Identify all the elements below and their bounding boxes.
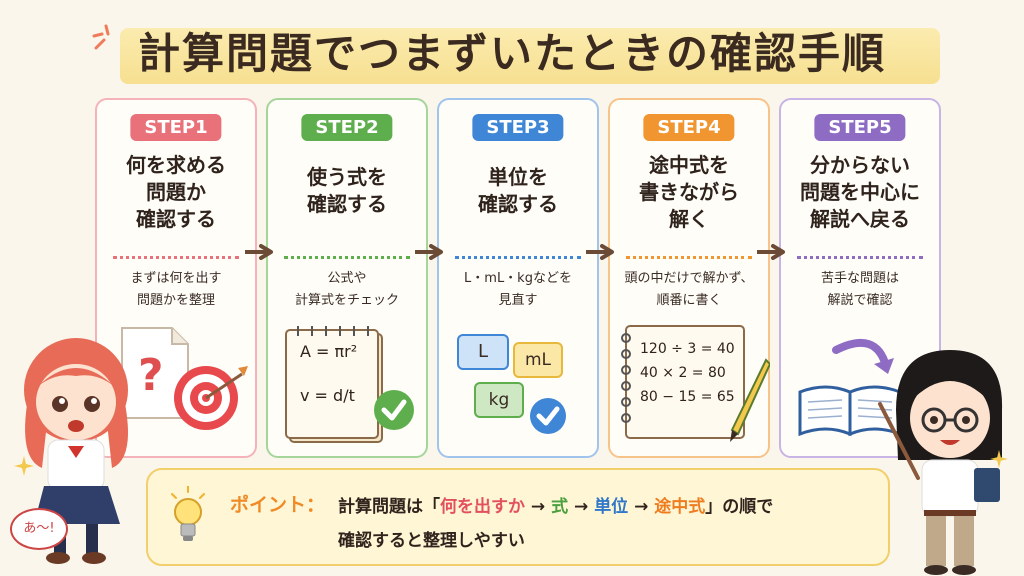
- step-description-line: 苦手な問題は: [820, 271, 899, 286]
- point-arrow: →: [628, 497, 655, 517]
- point-line-1: 計算問題は「何を出すか → 式 → 単位 → 途中式」の順で: [338, 492, 773, 517]
- dotted-divider: [797, 256, 923, 259]
- speech-bubble: あ〜!: [10, 508, 68, 550]
- step-description-line: まずは何を出す: [130, 271, 222, 286]
- step-heading-line: 確認する: [136, 207, 216, 231]
- point-keyword-3: 単位: [594, 497, 629, 517]
- page-title: 計算問題でつまずいたときの確認手順: [137, 29, 886, 78]
- point-text-pre: 計算問題は「: [338, 497, 440, 517]
- svg-text:?: ?: [138, 350, 164, 401]
- step-description: 苦手な問題は解説で確認: [781, 268, 939, 312]
- dotted-divider: [626, 256, 752, 259]
- calc-line-2: 40 × 2 = 80: [640, 365, 726, 381]
- step-heading-line: 問題か: [146, 180, 206, 204]
- step-heading-line: 分からない: [810, 153, 910, 177]
- arrow-icon: [415, 244, 443, 260]
- step-heading: 分からない問題を中心に解説へ戻る: [781, 152, 939, 233]
- step-heading-line: 解説へ戻る: [810, 207, 910, 231]
- calc-line-3: 80 − 15 = 65: [640, 389, 735, 405]
- step-heading-line: 書きながら: [639, 180, 739, 204]
- step-description: L・mL・kgなどを見直す: [439, 268, 597, 312]
- arrow-icon: [757, 244, 785, 260]
- step-description-line: 計算式をチェック: [294, 293, 399, 308]
- step-badge: STEP4: [643, 114, 735, 141]
- step-heading-line: 何を求める: [126, 153, 226, 177]
- step-description-line: 解説で確認: [827, 293, 893, 308]
- step-description-line: 問題かを整理: [136, 293, 215, 308]
- formula-area: A = πr²: [300, 342, 358, 361]
- step-badge: STEP5: [814, 114, 906, 141]
- arrow-icon: [245, 244, 273, 260]
- formula-notebook-illustration: [285, 326, 414, 443]
- sparkle-icon: [990, 450, 1008, 468]
- question-target-illustration: ?: [121, 327, 248, 430]
- step-description-line: 頭の中だけで解かず、: [624, 271, 754, 286]
- point-keyword-1: 何を出すか: [440, 497, 525, 517]
- step-badge: STEP3: [472, 114, 564, 141]
- step-description-line: L・mL・kgなどを: [464, 271, 572, 286]
- step-description-line: 公式や: [327, 271, 367, 286]
- title-highlight: [120, 28, 940, 84]
- arrow-icon: [586, 244, 614, 260]
- unit-card-kg: kg: [474, 382, 524, 418]
- dotted-divider: [113, 256, 239, 259]
- point-keyword-2: 式: [551, 497, 569, 517]
- step-heading: 使う式を確認する: [268, 164, 426, 218]
- check-icon: [530, 398, 566, 434]
- dotted-divider: [455, 256, 581, 259]
- step-heading-line: 解く: [669, 207, 709, 231]
- step-heading-line: 問題を中心に: [800, 180, 920, 204]
- step-description: まずは何を出す問題かを整理: [97, 268, 255, 312]
- step-heading: 途中式を書きながら解く: [610, 152, 768, 233]
- teacher-character: [878, 350, 1003, 575]
- sparkle-icon: [14, 456, 34, 476]
- step-description-line: 見直す: [498, 293, 538, 308]
- point-label: ポイント：: [230, 494, 326, 516]
- point-line-2: 確認すると整理しやすい: [338, 531, 525, 551]
- calc-notebook-illustration: [621, 325, 770, 442]
- step-description: 頭の中だけで解かず、順番に書く: [610, 268, 768, 312]
- calc-line-1: 120 ÷ 3 = 40: [640, 341, 735, 357]
- step-heading-line: 確認する: [307, 192, 387, 216]
- step-heading-line: 途中式を: [649, 153, 729, 177]
- sparkle-icon: [92, 24, 110, 50]
- step-heading-line: 単位を: [488, 165, 548, 189]
- unit-card-ml: mL: [513, 342, 563, 378]
- step-description: 公式や計算式をチェック: [268, 268, 426, 312]
- point-keyword-4: 途中式: [654, 497, 706, 517]
- step-heading: 何を求める問題か確認する: [97, 152, 255, 233]
- point-box: ポイント： 計算問題は「何を出すか → 式 → 単位 → 途中式」の順で 確認す…: [146, 468, 890, 566]
- step-heading-line: 確認する: [478, 192, 558, 216]
- lightbulb-icon: [171, 486, 205, 541]
- point-text-post: 」の順で: [705, 497, 774, 517]
- unit-card-l: L: [457, 334, 509, 370]
- dotted-divider: [284, 256, 410, 259]
- step-heading: 単位を確認する: [439, 164, 597, 218]
- student-girl-character: [24, 338, 128, 564]
- step-badge: STEP2: [301, 114, 393, 141]
- step-description-line: 順番に書く: [656, 293, 722, 308]
- point-arrow: →: [568, 497, 595, 517]
- point-arrow: →: [525, 497, 552, 517]
- step-heading-line: 使う式を: [307, 165, 387, 189]
- step-badge: STEP1: [130, 114, 222, 141]
- formula-velocity: v = d/t: [300, 386, 355, 405]
